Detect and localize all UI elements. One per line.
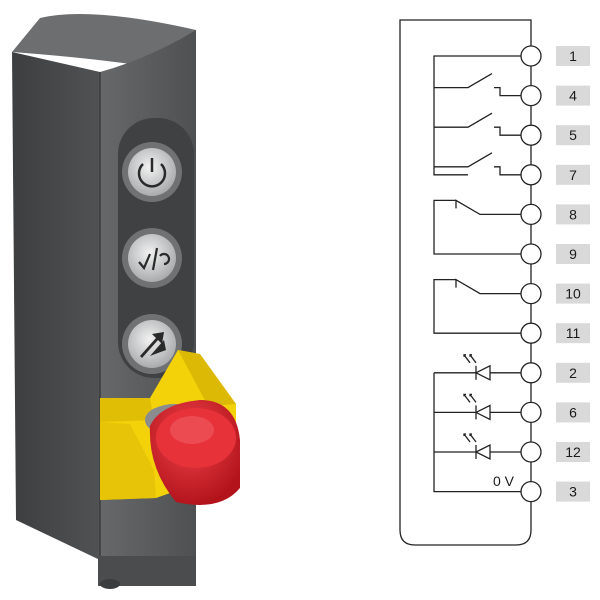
terminal-number: 1 (569, 48, 577, 64)
terminal-number: 2 (569, 365, 577, 381)
terminal-label-box (556, 402, 590, 423)
terminal-7 (520, 164, 542, 186)
terminal-number: 5 (569, 127, 577, 143)
no-contact-switch (434, 152, 493, 168)
led-diode-icon (474, 404, 491, 421)
terminal-number: 4 (569, 88, 577, 104)
led-ray (463, 433, 471, 443)
terminal-label-box (556, 244, 590, 264)
led-ray (469, 393, 477, 403)
nc-contact-switch-b (455, 278, 521, 295)
nc-contact-wire-a (433, 199, 521, 255)
led-ray (469, 354, 477, 364)
terminal-9 (520, 243, 542, 265)
terminal-number: 7 (569, 167, 577, 183)
terminal-1 (520, 45, 542, 67)
terminal-column: 1 4 5 7 8 9 10 11 2 6 12 3 (520, 45, 590, 503)
check-reset-icon (138, 247, 171, 271)
terminal-label-box (556, 323, 590, 344)
no-contact-common-wire (433, 55, 521, 176)
terminal-number: 11 (566, 325, 581, 341)
terminal-12 (520, 441, 542, 463)
no-contact-switch (434, 73, 493, 89)
mount-screw (100, 579, 120, 589)
wiring-diagram: 1 4 5 7 8 9 10 11 2 6 12 3 0 V (399, 19, 590, 546)
terminal-label-box (556, 442, 590, 462)
advance-button[interactable] (122, 314, 182, 374)
no-contact-wire (494, 166, 521, 176)
terminal-label-box (556, 283, 590, 304)
control-station (12, 14, 240, 589)
housing-side (12, 52, 100, 560)
emergency-stop[interactable] (100, 350, 240, 505)
terminal-10 (520, 282, 542, 305)
power-button[interactable] (122, 142, 182, 202)
mushroom-button-icon (149, 400, 240, 505)
circuit-elements (433, 55, 521, 493)
terminal-4 (520, 84, 542, 107)
no-contact-switch (434, 112, 493, 128)
led-ray (463, 354, 471, 364)
nc-contact-switch-a (455, 199, 521, 216)
terminal-11 (520, 322, 542, 344)
terminal-label-box (556, 204, 590, 225)
diagram-enclosure (399, 19, 532, 546)
terminal-label-box (556, 362, 590, 383)
terminal-6 (520, 401, 542, 424)
no-contact-wire (494, 126, 521, 136)
terminal-3 (520, 480, 542, 503)
terminal-number: 3 (569, 484, 577, 500)
terminal-number: 6 (569, 404, 577, 420)
acknowledge-reset-button[interactable] (122, 228, 182, 288)
power-icon (137, 158, 167, 188)
zero-volt-label: 0 V (493, 473, 515, 489)
terminal-5 (520, 124, 542, 146)
terminal-label-box (556, 125, 590, 146)
led-diode-icon (474, 443, 491, 461)
terminal-number: 8 (569, 206, 577, 222)
terminal-number: 9 (569, 246, 577, 262)
terminal-number: 10 (565, 286, 581, 302)
terminal-label-box (556, 85, 590, 106)
terminal-label-box (556, 46, 590, 66)
terminal-label-box (556, 481, 590, 502)
nc-contact-wire-b (433, 278, 521, 334)
terminal-2 (520, 362, 542, 384)
no-contact-wire (494, 86, 521, 97)
double-arrow-icon (140, 332, 166, 358)
led-diode-icon (474, 364, 491, 381)
terminal-8 (520, 203, 542, 226)
terminal-label-box (556, 164, 590, 185)
led-ray (469, 433, 477, 443)
terminal-number: 12 (565, 444, 581, 460)
led-ray (463, 393, 471, 403)
